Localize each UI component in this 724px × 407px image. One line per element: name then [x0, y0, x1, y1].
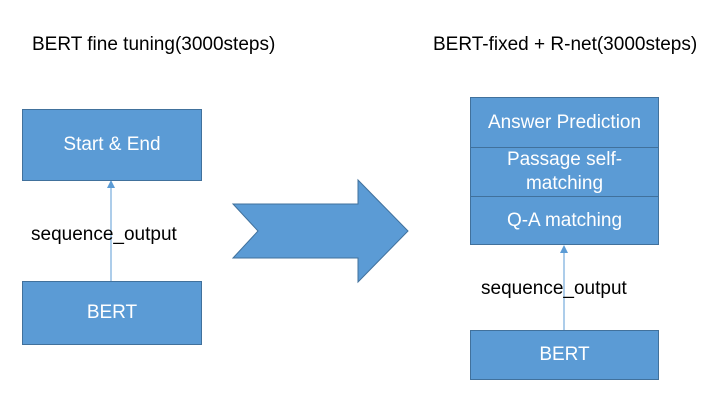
layer-divider	[471, 147, 658, 148]
transition-arrow-shape	[231, 178, 409, 284]
rnet-layer-stack: Answer Prediction Passage self-matching …	[470, 97, 659, 245]
layer-divider	[471, 196, 658, 197]
right-sequence-output-label: sequence_output	[481, 278, 627, 299]
left-bert-box: BERT	[22, 281, 202, 345]
passage-self-matching-layer: Passage self-matching	[506, 149, 623, 194]
right-bert-box: BERT	[470, 330, 659, 380]
left-sequence-output-label: sequence_output	[31, 224, 177, 245]
answer-prediction-layer: Answer Prediction	[487, 111, 642, 133]
start-end-box: Start & End	[22, 109, 202, 181]
left-panel-title: BERT fine tuning(3000steps)	[32, 34, 276, 55]
right-panel-title: BERT-fixed + R-net(3000steps)	[433, 34, 698, 55]
qa-matching-layer: Q-A matching	[506, 209, 623, 231]
